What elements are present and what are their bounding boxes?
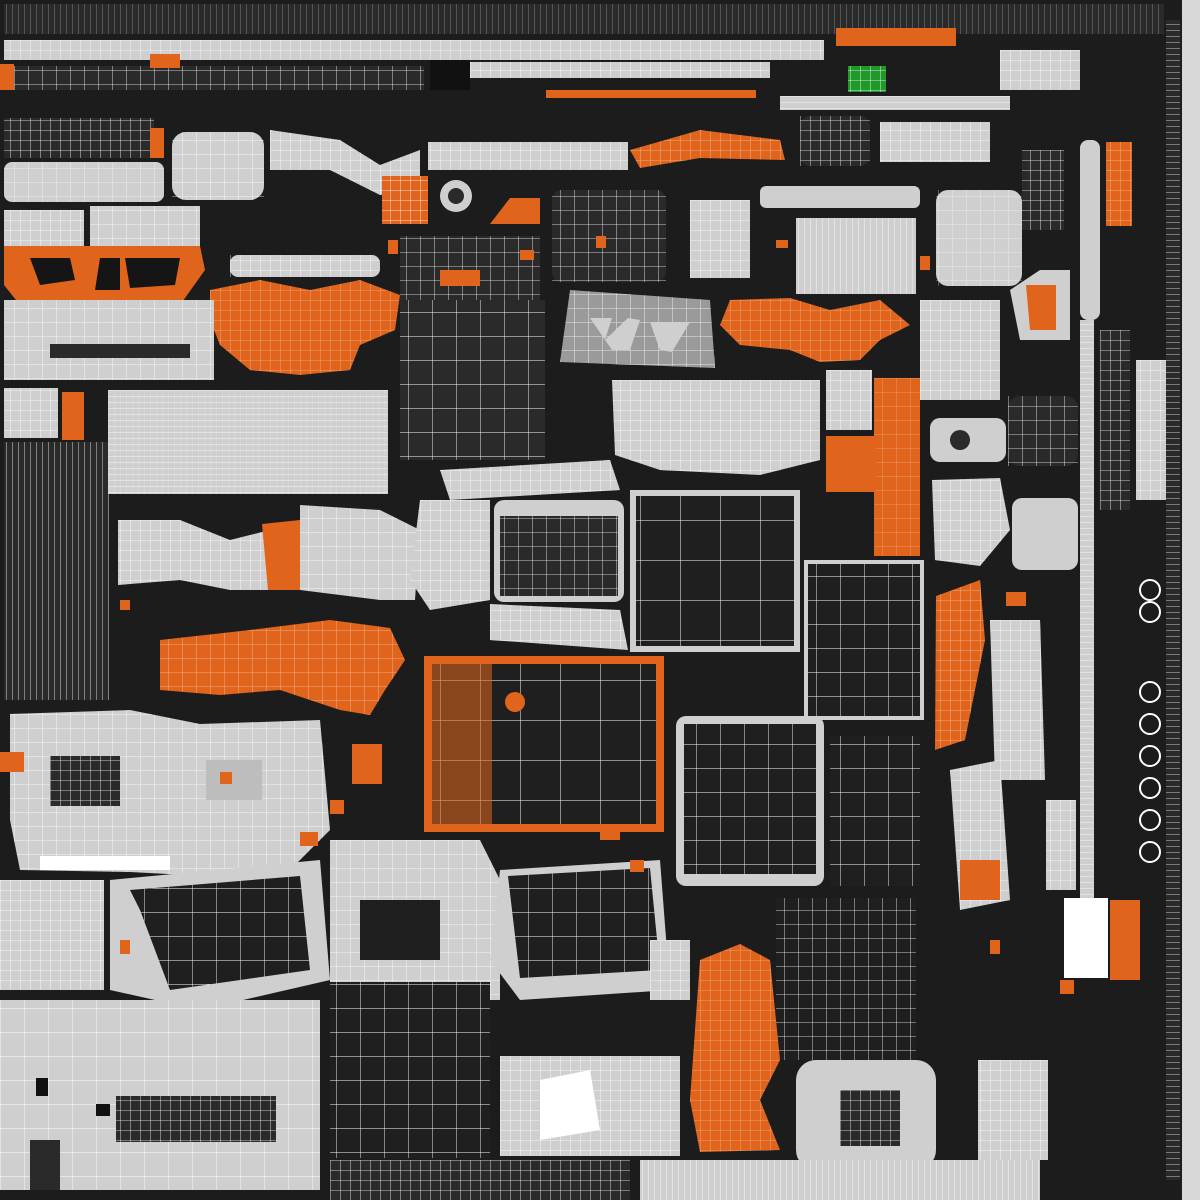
bottom-strip: [330, 1160, 1040, 1200]
lower-left-panel: [0, 710, 330, 880]
orange-bracket-left: [210, 255, 400, 375]
top-strip: [0, 4, 1164, 110]
bottom-left-block: [0, 1000, 320, 1190]
orange-bracket-right: [720, 298, 910, 362]
mid-left-wing: [118, 460, 628, 650]
ring-column: [1139, 579, 1161, 863]
left-mid-blocks: [4, 300, 545, 700]
lower-wing: [0, 840, 670, 1010]
bottom-center: [330, 860, 1048, 1170]
orange-arm-left: [160, 620, 405, 715]
central-top-parts: [382, 150, 1070, 340]
grey-logo-panel: [560, 290, 820, 475]
right-strips: [1046, 0, 1200, 1200]
orange-accents: [120, 236, 1074, 994]
right-orange-column: [826, 300, 1078, 910]
left-glasses-panel: [4, 206, 205, 305]
central-dark-squares: [424, 490, 924, 886]
